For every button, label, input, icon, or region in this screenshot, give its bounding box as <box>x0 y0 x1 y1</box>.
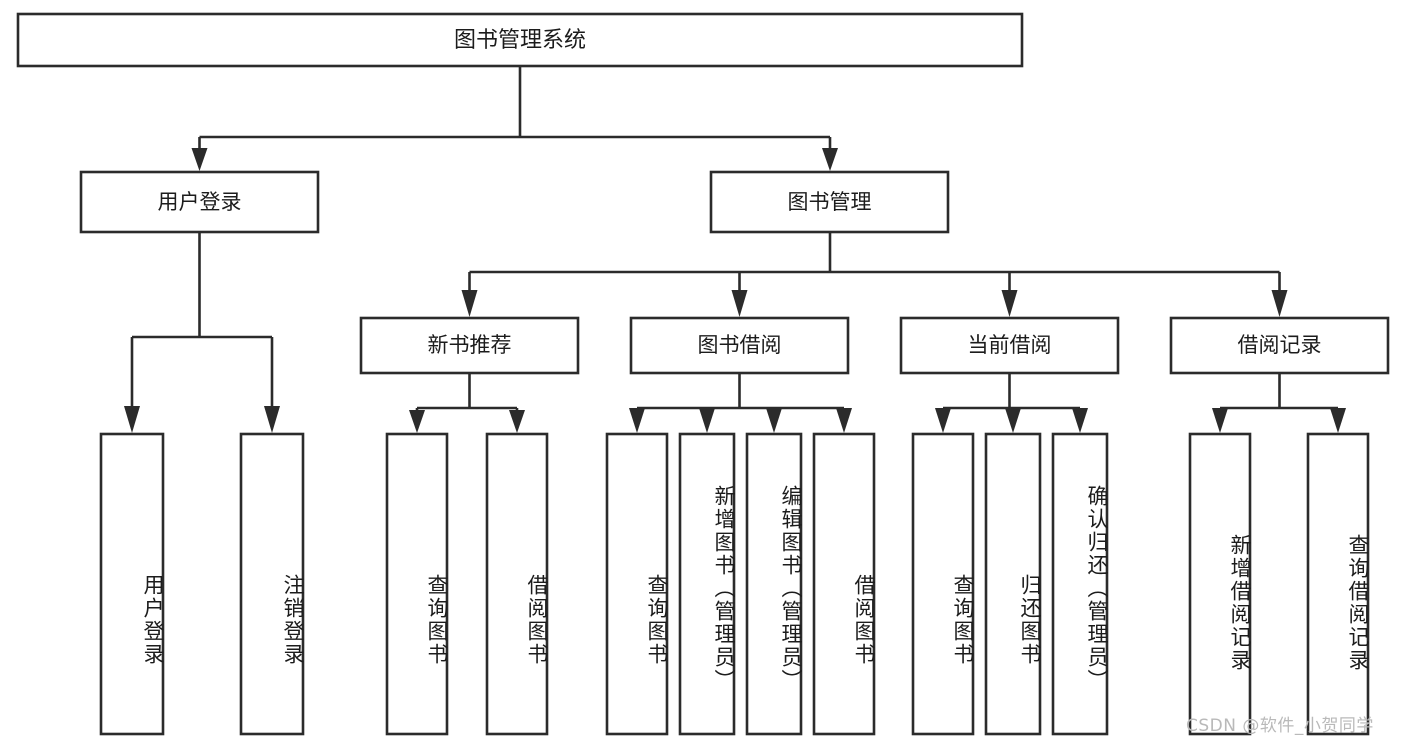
node-leaf-confirm-return-rect[interactable] <box>1051 432 1109 736</box>
arrow-leaf-user-login <box>124 406 140 433</box>
node-leaf-query-book-1-rect[interactable] <box>385 432 449 736</box>
node-leaf-return-book-rect[interactable] <box>984 432 1042 736</box>
node-root[interactable]: 图书管理系统 <box>16 12 1024 68</box>
arrow-leaf-query-book-1 <box>409 410 425 433</box>
node-borrow-record-rect[interactable] <box>1169 316 1390 375</box>
node-book-borrow-rect[interactable] <box>629 316 850 375</box>
node-leaf-query-book-2-rect[interactable] <box>605 432 669 736</box>
node-new-book-recommend-label: 新书推荐 <box>428 333 512 357</box>
arrow-leaf-return-book <box>1005 408 1021 433</box>
node-leaf-add-book-rect[interactable] <box>678 432 736 736</box>
node-leaf-user-login-rect[interactable] <box>99 432 165 736</box>
arrow-book-borrow <box>731 290 748 317</box>
arrow-leaf-confirm-return <box>1072 408 1088 433</box>
node-user-login-rect[interactable] <box>79 170 320 234</box>
arrow-leaf-borrow-book-2 <box>836 408 852 433</box>
node-borrow-record[interactable]: 借阅记录 <box>1169 316 1390 375</box>
csdn-watermark: CSDN @软件_小贺同学 <box>1186 716 1374 736</box>
node-user-login[interactable]: 用户登录 <box>79 170 320 234</box>
arrow-leaf-query-book-3 <box>935 408 951 433</box>
node-borrow-record-label: 借阅记录 <box>1238 333 1322 357</box>
edges-layer <box>124 66 1346 433</box>
arrow-leaf-borrow-book-1 <box>509 410 525 433</box>
node-leaf-edit-book-rect[interactable] <box>745 432 803 736</box>
node-book-manage-rect[interactable] <box>709 170 950 234</box>
node-leaf-query-book-3-rect[interactable] <box>911 432 975 736</box>
arrow-leaf-add-book <box>699 408 715 433</box>
arrow-current-borrow <box>1001 290 1018 317</box>
node-leaf-query-record-rect[interactable] <box>1306 432 1370 736</box>
node-root-rect[interactable] <box>16 12 1024 68</box>
arrow-leaf-query-book-2 <box>629 408 645 433</box>
nodes-layer: 图书管理系统 用户登录 图书管理 新书推荐 图书借阅 当前 <box>16 12 1390 736</box>
arrow-leaf-add-record <box>1212 408 1228 433</box>
arrow-leaf-edit-book <box>766 408 782 433</box>
node-book-borrow[interactable]: 图书借阅 <box>629 316 850 375</box>
node-new-book-recommend[interactable]: 新书推荐 <box>359 316 580 375</box>
node-leaf-borrow-book-1-rect[interactable] <box>485 432 549 736</box>
node-leaf-borrow-book-2-rect[interactable] <box>812 432 876 736</box>
node-root-label: 图书管理系统 <box>454 28 586 53</box>
arrow-to-book-manage <box>822 148 838 171</box>
node-book-manage-label: 图书管理 <box>788 190 872 214</box>
node-current-borrow-rect[interactable] <box>899 316 1120 375</box>
node-leaf-logout-rect[interactable] <box>239 432 305 736</box>
node-book-manage[interactable]: 图书管理 <box>709 170 950 234</box>
arrow-leaf-query-record <box>1330 408 1346 433</box>
node-user-login-label: 用户登录 <box>158 190 242 214</box>
arrow-to-user-login <box>191 148 208 171</box>
arrow-new-book-recommend <box>461 290 478 317</box>
node-current-borrow[interactable]: 当前借阅 <box>899 316 1120 375</box>
node-leaf-add-record-rect[interactable] <box>1188 432 1252 736</box>
arrow-leaf-logout <box>264 406 280 433</box>
arrow-borrow-record <box>1271 290 1288 317</box>
node-current-borrow-label: 当前借阅 <box>968 333 1052 357</box>
node-new-book-recommend-rect[interactable] <box>359 316 580 375</box>
node-book-borrow-label: 图书借阅 <box>698 333 782 357</box>
